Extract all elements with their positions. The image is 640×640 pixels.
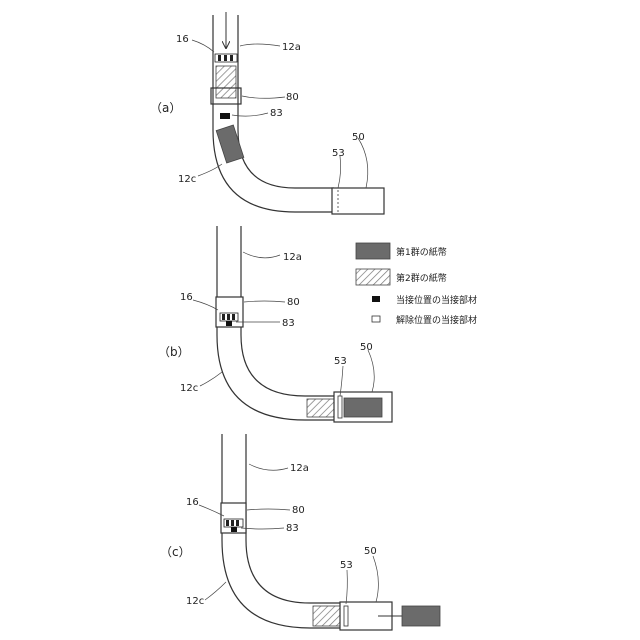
legend-label-group1: 第1群の紙幣 [396, 246, 447, 258]
callout-80: 80 [292, 505, 305, 516]
panel-label-b: （b） [158, 345, 190, 359]
callout-16: 16 [176, 34, 189, 45]
callout-12a: 12a [290, 463, 309, 474]
callout-12a: 12a [283, 252, 302, 263]
callout-16: 16 [180, 292, 193, 303]
legend-label-contact: 当接位置の当接部材 [396, 294, 477, 306]
panel-label-a: （a） [150, 101, 181, 115]
callout-83: 83 [286, 523, 299, 534]
note-group1 [344, 398, 382, 417]
callout-12c: 12c [178, 174, 196, 185]
panel-a: （a） 16 12a 80 83 12c 53 50 [150, 12, 384, 214]
release-member-53 [338, 396, 342, 418]
callout-50: 50 [352, 132, 365, 143]
legend-label-group2: 第2群の紙幣 [396, 272, 447, 284]
note-coil-16 [220, 313, 238, 321]
callout-12c: 12c [180, 383, 198, 394]
note-group2 [216, 66, 236, 98]
callout-50: 50 [360, 342, 373, 353]
callout-80: 80 [286, 92, 299, 103]
callout-12a: 12a [282, 42, 301, 53]
callout-83: 83 [282, 318, 295, 329]
callout-53: 53 [340, 560, 353, 571]
callout-53: 53 [334, 356, 347, 367]
panel-c: （c） 16 12a 80 83 12c 53 50 [160, 434, 440, 630]
callout-83: 83 [270, 108, 283, 119]
callout-53: 53 [332, 148, 345, 159]
legend: 第1群の紙幣 第2群の紙幣 当接位置の当接部材 解除位置の当接部材 [356, 243, 477, 326]
legend-swatch-group1 [356, 243, 390, 259]
callout-12c: 12c [186, 596, 204, 607]
callout-80: 80 [287, 297, 300, 308]
legend-swatch-group2 [356, 269, 390, 285]
contact-member-83 [220, 113, 230, 119]
note-group1 [216, 125, 244, 163]
release-member-53 [344, 606, 348, 626]
legend-label-release: 解除位置の当接部材 [396, 314, 477, 326]
note-group1 [402, 606, 440, 626]
contact-member-83 [226, 321, 232, 326]
note-coil-16 [224, 519, 243, 527]
note-coil-16 [215, 54, 237, 62]
legend-swatch-contact [372, 296, 380, 302]
callout-16: 16 [186, 497, 199, 508]
legend-swatch-release [372, 316, 380, 322]
stacker-50 [332, 188, 384, 214]
contact-member-83 [231, 527, 237, 532]
callout-50: 50 [364, 546, 377, 557]
transport-path-inner [246, 434, 341, 603]
panel-label-c: （c） [160, 545, 191, 559]
